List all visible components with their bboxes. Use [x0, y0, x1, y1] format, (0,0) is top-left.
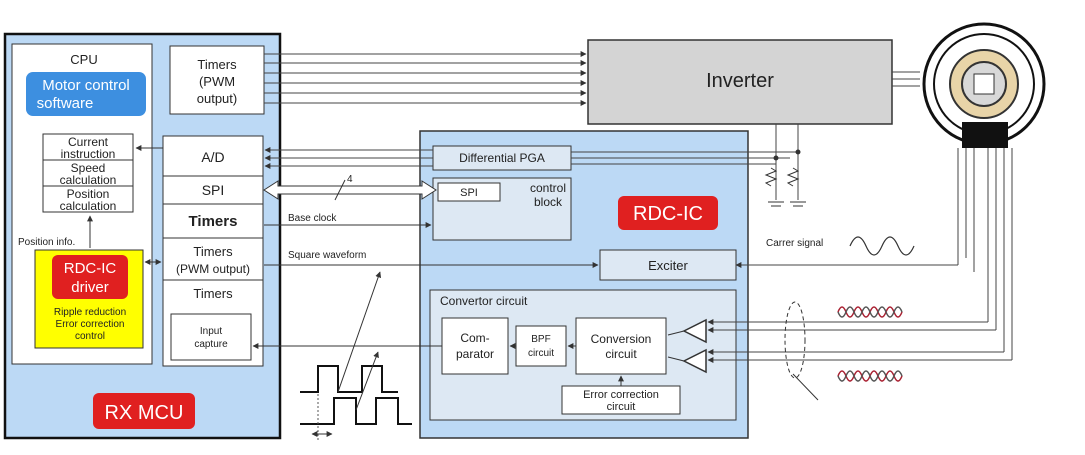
square-wave-pointer-2 — [355, 351, 379, 411]
timers-pwm-top-label-2: (PWM — [199, 74, 235, 89]
ad-label: A/D — [201, 149, 224, 165]
input-capture-label: Input — [200, 326, 222, 337]
rdc-driver-title: RDC-IC — [64, 260, 117, 277]
ad-box — [162, 135, 264, 177]
rdc-ic-label: RDC-IC — [633, 203, 703, 225]
rdc-driver-title-2: driver — [71, 279, 109, 296]
spi-label: SPI — [202, 182, 225, 198]
current-instruction-label-2: instruction — [61, 147, 116, 161]
carrier-wave-icon — [849, 236, 915, 256]
bpf-box — [515, 325, 567, 367]
spi-bus-arrow — [263, 179, 437, 201]
bpf-label-2: circuit — [528, 348, 554, 359]
control-label: control — [75, 331, 105, 342]
timers-pwm-top-label: Timers — [197, 57, 237, 72]
inverter-output-lines — [892, 71, 920, 87]
rdc-driver-badge — [52, 255, 128, 299]
position-info-label: Position info. — [18, 237, 75, 248]
timers-box — [162, 203, 264, 239]
comparator-label-2: parator — [456, 347, 494, 361]
twisted-pair-pointer — [792, 373, 819, 401]
timers-label: Timers — [189, 213, 238, 230]
conversion-label-2: circuit — [605, 347, 637, 361]
ripple-reduction-label: Ripple reduction — [54, 307, 126, 318]
speed-calculation-box — [42, 159, 134, 187]
base-clock-label: Base clock — [288, 213, 337, 224]
rdc-spi-label: SPI — [460, 187, 478, 199]
error-correction-box — [561, 385, 681, 415]
resolver-arrowheads — [707, 319, 720, 363]
spi-width-label: 4 — [347, 174, 353, 185]
comparator-box — [441, 317, 509, 375]
conversion-box — [575, 317, 667, 375]
error-correction-circuit-label: Error correction — [583, 389, 659, 401]
inverter-label: Inverter — [706, 70, 774, 92]
spi-box — [162, 175, 264, 205]
current-instruction-box — [42, 133, 134, 161]
amplifier-icon — [682, 318, 707, 344]
input-capture-label-2: capture — [194, 339, 228, 350]
speed-calculation-label: Speed — [71, 161, 106, 175]
twisted-pair-ellipse — [784, 301, 806, 379]
motor-software-box — [26, 72, 146, 116]
position-calculation-box — [42, 185, 134, 213]
timers-pwm-top-box — [169, 45, 265, 115]
ad-lines — [264, 147, 433, 169]
input-capture-box — [170, 313, 252, 361]
carrier-signal-label: Carrer signal — [766, 238, 823, 249]
timers3-label: Timers — [193, 286, 233, 301]
motor-resolver — [922, 22, 1046, 148]
square-wave-illustration — [300, 365, 412, 425]
rx-mcu-label: RX MCU — [105, 402, 184, 424]
cpu-label: CPU — [70, 52, 97, 67]
modulated-wave-icon — [837, 306, 903, 318]
resolver-signal-lines — [708, 148, 1013, 361]
inverter-box — [587, 39, 893, 125]
differential-pga-label: Differential PGA — [459, 151, 545, 165]
pga-sense-lines — [571, 124, 799, 200]
bpf-label: BPF — [531, 334, 550, 345]
control-block-label-2: block — [534, 195, 563, 209]
position-calculation-label: Position — [67, 187, 110, 201]
pwm-lines — [264, 51, 587, 106]
amplifier-icon-2 — [682, 348, 707, 374]
amp-to-conversion-line-2 — [667, 356, 685, 362]
comparator-label: Com- — [460, 331, 489, 345]
motor-software-label: Motor control — [42, 77, 130, 94]
current-sense-resistors — [764, 149, 806, 207]
current-instruction-label: Current — [68, 135, 109, 149]
timers-pwm2-box — [162, 237, 264, 281]
error-correction-circuit-label-2: circuit — [607, 401, 636, 413]
conversion-label: Conversion — [591, 332, 652, 346]
exciter-box — [599, 249, 737, 281]
rdc-spi-box — [437, 182, 501, 202]
error-correction-label: Error correction — [56, 319, 125, 330]
timers-pwm2-label-2: (PWM output) — [176, 262, 250, 276]
timers-pwm-top-label-3: output) — [197, 91, 237, 106]
position-calculation-label-2: calculation — [60, 199, 117, 213]
square-waveform-label: Square waveform — [288, 250, 366, 261]
modulated-wave-icon-2 — [837, 370, 903, 382]
timers-pwm2-label: Timers — [193, 244, 233, 259]
rdc-ic-badge — [618, 196, 718, 230]
square-wave-pointer — [337, 271, 382, 393]
rx-mcu-badge — [93, 393, 195, 429]
speed-calculation-label-2: calculation — [60, 173, 117, 187]
amp-to-conversion-line — [667, 330, 685, 336]
motor-software-label-2: software — [37, 95, 94, 112]
convertor-circuit-label: Convertor circuit — [440, 294, 528, 308]
control-block-label: control — [530, 181, 566, 195]
exciter-label: Exciter — [648, 258, 688, 273]
